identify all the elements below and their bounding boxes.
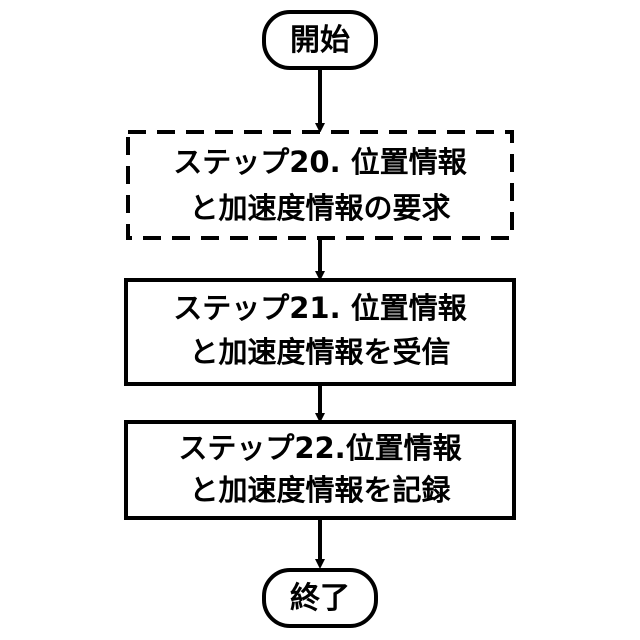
step-22-line-2: と加速度情報を記録 bbox=[189, 473, 451, 507]
start-label: 開始 bbox=[290, 23, 350, 58]
end-label: 終了 bbox=[290, 581, 350, 616]
step-20-line-2: と加速度情報の要求 bbox=[189, 191, 450, 225]
step-20-line-1: ステップ20. 位置情報 bbox=[173, 145, 467, 179]
step-21-line-1: ステップ21. 位置情報 bbox=[173, 291, 467, 325]
step-22-line-1: ステップ22.位置情報 bbox=[178, 431, 462, 465]
step-21-line-2: と加速度情報を受信 bbox=[189, 335, 450, 369]
